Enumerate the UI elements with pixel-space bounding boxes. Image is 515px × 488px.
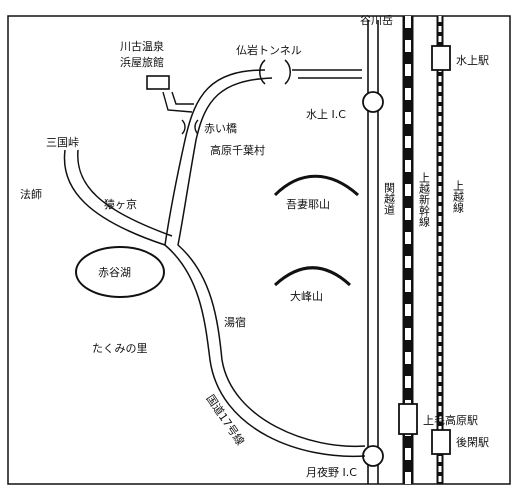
label-sarugakyo: 猿ヶ京 [104, 197, 137, 211]
mikuni-road [63, 149, 173, 246]
label-taimineyama: 大峰山 [290, 289, 323, 303]
label-akaibashi: 赤い橋 [204, 121, 237, 135]
label-tanigawadake: 谷川岳 [360, 14, 393, 27]
minakami-ic-marker [362, 91, 384, 113]
label-hoshi: 法師 [20, 187, 42, 201]
label-yujuku: 湯宿 [224, 315, 246, 329]
label-joetsu-line: 上越線 [452, 180, 465, 213]
label-kawafuru-onsen-1: 川古温泉 [120, 39, 164, 53]
label-mikuni-pass: 三国峠 [46, 135, 79, 149]
label-kanetsu-road: 関越道 [383, 182, 396, 215]
taimineyama-symbol [273, 266, 352, 287]
label-minakami-ic: 水上 I.C [306, 108, 346, 121]
label-kogen-senbamura: 高原千葉村 [210, 143, 265, 157]
label-takumi-no-sato: たくみの里 [92, 342, 147, 355]
kawafuru-onsen-marker [146, 75, 170, 90]
label-gokan-station: 後閑駅 [456, 435, 489, 449]
label-agatsumayama: 吾妻耶山 [286, 198, 330, 211]
akaibashi-marker [181, 119, 199, 135]
agatsumayama-symbol [273, 174, 359, 197]
label-akaya-lake: 赤谷湖 [98, 266, 131, 279]
label-minakami-station: 水上駅 [456, 54, 489, 67]
map-frame [7, 15, 511, 485]
gokan-station-marker [431, 429, 451, 455]
label-kawafuru-onsen-2: 浜屋旅館 [120, 55, 164, 69]
onsen-spur-road [162, 91, 194, 113]
label-hotokeiwa-tunnel: 仏岩トンネル [236, 43, 302, 57]
label-joetsu-shinkansen: 上越新幹線 [418, 172, 431, 227]
label-tsukiyono-ic: 月夜野 I.C [306, 465, 357, 479]
minakami-station-marker [431, 45, 451, 71]
tsukiyono-ic-marker [362, 445, 384, 467]
route17-road [164, 59, 366, 458]
jomokogen-station-marker [398, 403, 418, 435]
label-jomokogen-station: 上毛高原駅 [423, 413, 478, 427]
akaya-lake-shape [75, 246, 165, 298]
